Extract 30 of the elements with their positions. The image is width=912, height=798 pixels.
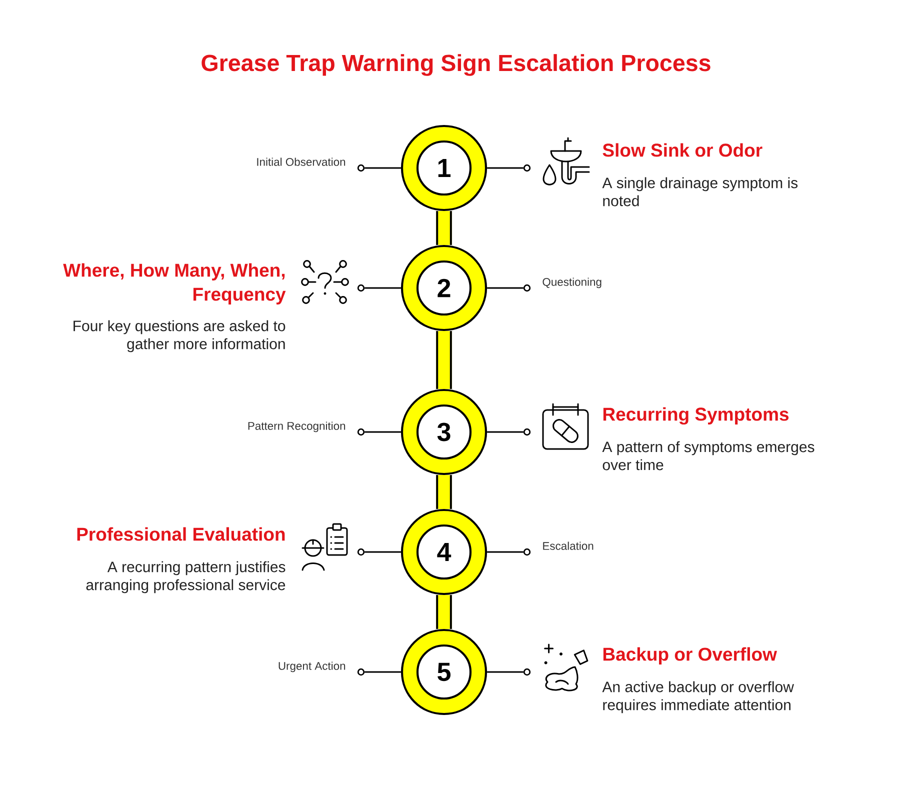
step-description: A pattern of symptoms emerges over time <box>602 441 814 470</box>
step-heading: Professional Evaluation <box>77 527 285 541</box>
stage-label: Urgent Action <box>278 662 346 672</box>
leader-line <box>364 431 401 433</box>
step-heading: Backup or Overflow <box>603 647 777 664</box>
step-description: A recurring pattern justifies arranging professional service <box>86 561 286 594</box>
step-description: A single drainage symptom is noted <box>602 177 798 206</box>
leader-line <box>487 167 524 169</box>
connector-bar <box>436 595 452 629</box>
leader-line <box>487 287 524 289</box>
connector-bar <box>436 331 452 389</box>
step-heading: Recurring Symptoms <box>603 407 789 425</box>
step-heading: Slow Sink or Odor <box>602 143 762 157</box>
leader-line <box>364 671 401 673</box>
leader-line <box>364 167 401 169</box>
title: Grease Trap Warning Sign Escalation Process <box>202 54 710 76</box>
step-description: Four key questions are asked to gather more information <box>74 320 286 352</box>
stage-label: Escalation <box>543 542 594 550</box>
leader-line <box>364 551 401 553</box>
step-description: An active backup or overflow requires immediate attention <box>602 681 794 714</box>
stage-label: Initial Observation <box>257 158 346 166</box>
leader-line <box>364 287 401 289</box>
leader-line <box>487 551 524 553</box>
leader-line <box>487 431 524 433</box>
stage-label: Pattern Recognition <box>248 422 346 432</box>
connector-bar <box>436 211 452 245</box>
leader-line <box>487 671 524 673</box>
step-heading: Where, How Many, When, Frequency <box>63 263 286 304</box>
connector-bar <box>436 475 452 509</box>
stage-label: Questioning <box>542 278 602 288</box>
